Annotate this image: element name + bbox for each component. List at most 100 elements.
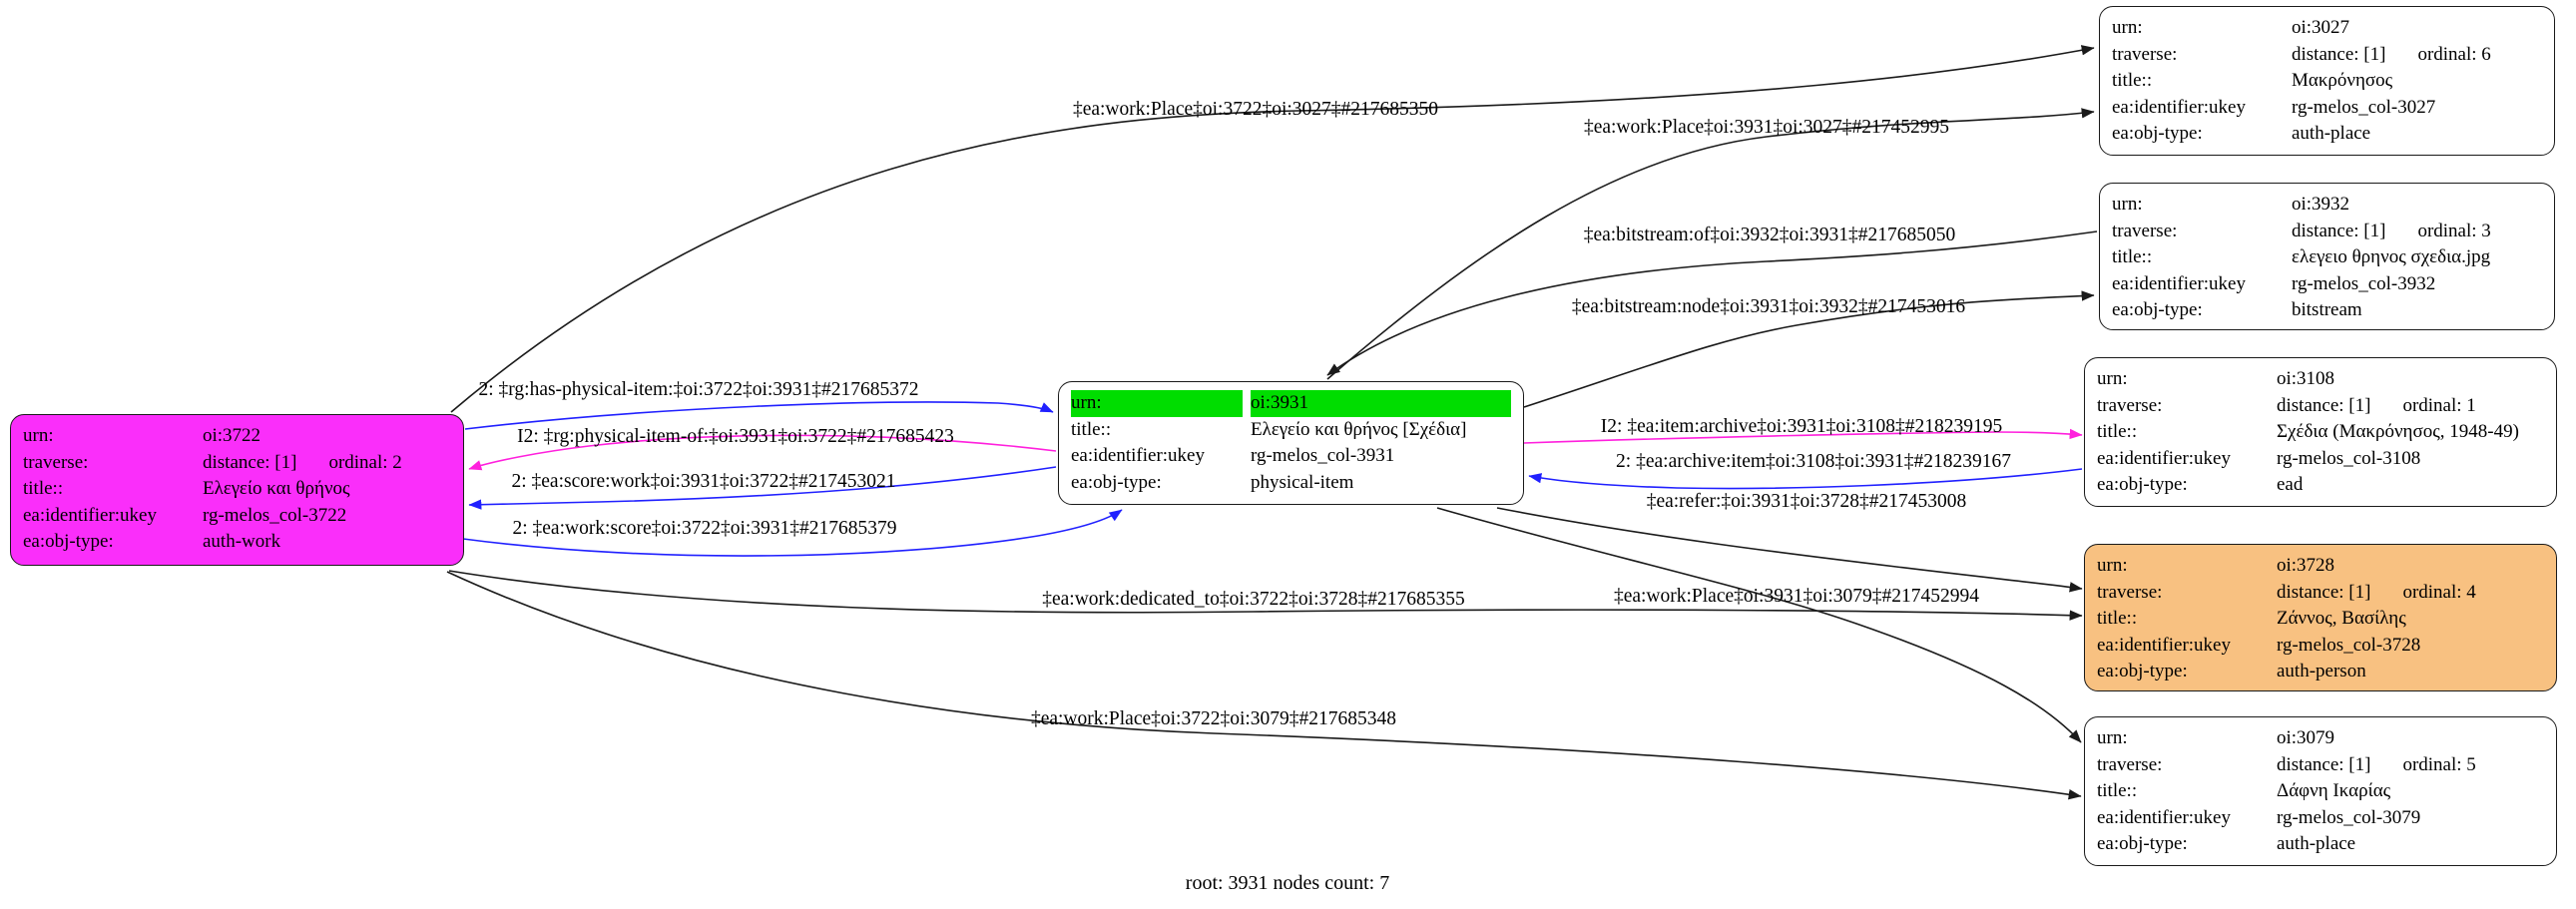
field-key: ea:identifier:ukey [2112,272,2246,294]
field-value: auth-place [2277,833,2356,854]
field-value: rg-melos_col-3932 [2292,272,2436,294]
field-value: ordinal: 4 [2402,581,2476,603]
field-value: distance: [1] [2292,220,2386,241]
edge-label: ‡ea:bitstream:of‡oi:3932‡oi:3931‡#217685… [1583,225,1956,245]
field-value: distance: [1] [2277,394,2371,416]
field-key: title:: [2112,246,2153,267]
field-value: Ελεγείο και θρήνος [Σχέδια] [1251,418,1467,440]
field-value: oi:3932 [2292,194,2350,215]
edge-archive-item-3108-3931 [1528,468,2083,490]
edge-label: 2: ‡ea:work:score‡oi:3722‡oi:3931‡#21768… [512,518,897,539]
field-key: title:: [23,478,64,499]
node-oi-3931[interactable]: urn: oi:3931 title::Ελεγείο και θρήνος [Σ… [1058,381,1524,505]
edge-label: ‡ea:refer:‡oi:3931‡oi:3728‡#217453008 [1646,491,1967,512]
node-oi-3079[interactable]: urn:oi:3079 traverse:distance: [1]ordina… [2084,716,2557,866]
edge-score-work-3931-3722 [468,466,1057,510]
edge-item-archive-3931-3108 [1523,428,2083,444]
field-key: urn: [2112,194,2143,215]
field-value: oi:3728 [2277,555,2335,576]
field-key: urn: [1071,390,1243,417]
field-key: ea:identifier:ukey [2097,447,2231,469]
field-key: urn: [2097,368,2128,389]
field-value: auth-person [2277,661,2366,682]
field-key: traverse: [2112,220,2178,241]
field-value: rg-melos_col-3079 [2277,806,2421,828]
edge-physical-item-of-3931-3722 [468,434,1057,471]
field-value: rg-melos_col-3931 [1251,445,1395,466]
edge-work-place-3722-3027 [450,45,2095,413]
field-value: Δάφνη Ικαρίας [2277,780,2391,801]
field-value: Μακρόνησος [2292,70,2393,91]
edge-bitstream-node-3931-3932 [1523,290,2095,408]
field-value: bitstream [2292,299,2362,320]
field-value: rg-melos_col-3722 [203,504,347,526]
node-oi-3027[interactable]: urn: oi:3027 traverse: distance: [1] ordina… [2099,6,2555,156]
edge-label: ‡ea:bitstream:node‡oi:3931‡oi:3932‡#2174… [1571,296,1966,317]
edge-bitstream-of-3932-3931 [1326,230,2098,376]
field-value: auth-work [203,531,281,552]
field-value: ead [2277,474,2304,495]
field-key: ea:obj-type: [2097,474,2188,495]
field-key: ea:identifier:ukey [23,504,157,526]
field-key: urn: [2112,17,2143,38]
field-value: oi:3079 [2277,727,2335,748]
field-value: ordinal: 5 [2402,753,2476,775]
edge-label: I2: ‡ea:item:archive‡oi:3931‡oi:3108‡#21… [1600,416,2003,437]
node-oi-3728[interactable]: urn: oi:3728 traverse: distance: [1] ordina… [2084,544,2557,691]
field-value: ordinal: 6 [2417,43,2491,65]
field-key: traverse: [2097,581,2163,603]
node-oi-3932[interactable]: urn: oi:3932 traverse: distance: [1] ordina… [2099,183,2555,330]
field-value: Ζάννος, Βασίλης [2277,608,2406,629]
field-key: title:: [2097,608,2138,629]
field-key: ea:obj-type: [2097,661,2188,682]
field-value: physical-item [1251,471,1354,493]
edge-work-dedicated-to-3722-3728 [448,570,2083,621]
field-key: traverse: [2112,43,2178,65]
field-key: ea:obj-type: [1071,471,1162,493]
field-key: ea:obj-type: [23,531,114,552]
field-value: distance: [1] [2292,43,2386,65]
field-key: ea:obj-type: [2097,833,2188,854]
field-key: title:: [2112,70,2153,91]
edge-label: ‡ea:work:Place‡oi:3931‡oi:3027‡#21745299… [1583,117,1950,138]
field-key: traverse: [2097,394,2163,416]
field-value: oi:3108 [2277,368,2335,389]
node-oi-3722[interactable]: urn:oi:3722 traverse:distance: [1]ordina… [10,414,464,566]
field-value: ordinal: 3 [2417,220,2491,241]
field-value: Σχέδια (Μακρόνησος, 1948-49) [2277,421,2519,442]
field-key: ea:identifier:ukey [2097,806,2231,828]
field-key: urn: [2097,555,2128,576]
field-key: title:: [2097,780,2138,801]
field-value: distance: [1] [2277,753,2371,775]
field-key: ea:obj-type: [2112,123,2203,144]
edge-label: 2: ‡rg:has-physical-item:‡oi:3722‡oi:393… [478,379,919,400]
field-value: distance: [1] [203,451,297,473]
field-key: ea:identifier:ukey [1071,445,1205,466]
field-value: rg-melos_col-3108 [2277,447,2421,469]
field-value: oi:3027 [2292,17,2350,38]
field-key: urn: [23,425,54,446]
field-value: oi:3931 [1251,390,1511,417]
edge-label: ‡ea:work:dedicated_to‡oi:3722‡oi:3728‡#2… [1042,589,1465,610]
edge-work-score-3722-3931 [462,509,1123,557]
field-value: rg-melos_col-3728 [2277,634,2421,656]
field-key: title:: [1071,418,1112,440]
graph-caption: root: 3931 nodes count: 7 [1185,872,1390,894]
field-value: rg-melos_col-3027 [2292,96,2436,118]
edge-work-place-3931-3079 [1436,507,2082,743]
field-value: distance: [1] [2277,581,2371,603]
edge-work-place-3931-3027 [1326,108,2095,380]
field-value: auth-place [2292,123,2371,144]
field-key: ea:identifier:ukey [2097,634,2231,656]
field-key: ea:obj-type: [2112,299,2203,320]
field-value: oi:3722 [203,425,261,446]
edge-refer-3931-3728 [1496,507,2083,593]
field-key: ea:identifier:ukey [2112,96,2246,118]
edge-label: 2: ‡ea:score:work‡oi:3931‡oi:3722‡#21745… [511,471,896,492]
node-oi-3108[interactable]: urn:oi:3108 traverse:distance: [1]ordina… [2084,357,2557,507]
edge-label: ‡ea:work:Place‡oi:3931‡oi:3079‡#21745299… [1613,586,1980,607]
field-key: traverse: [23,451,89,473]
field-key: urn: [2097,727,2128,748]
